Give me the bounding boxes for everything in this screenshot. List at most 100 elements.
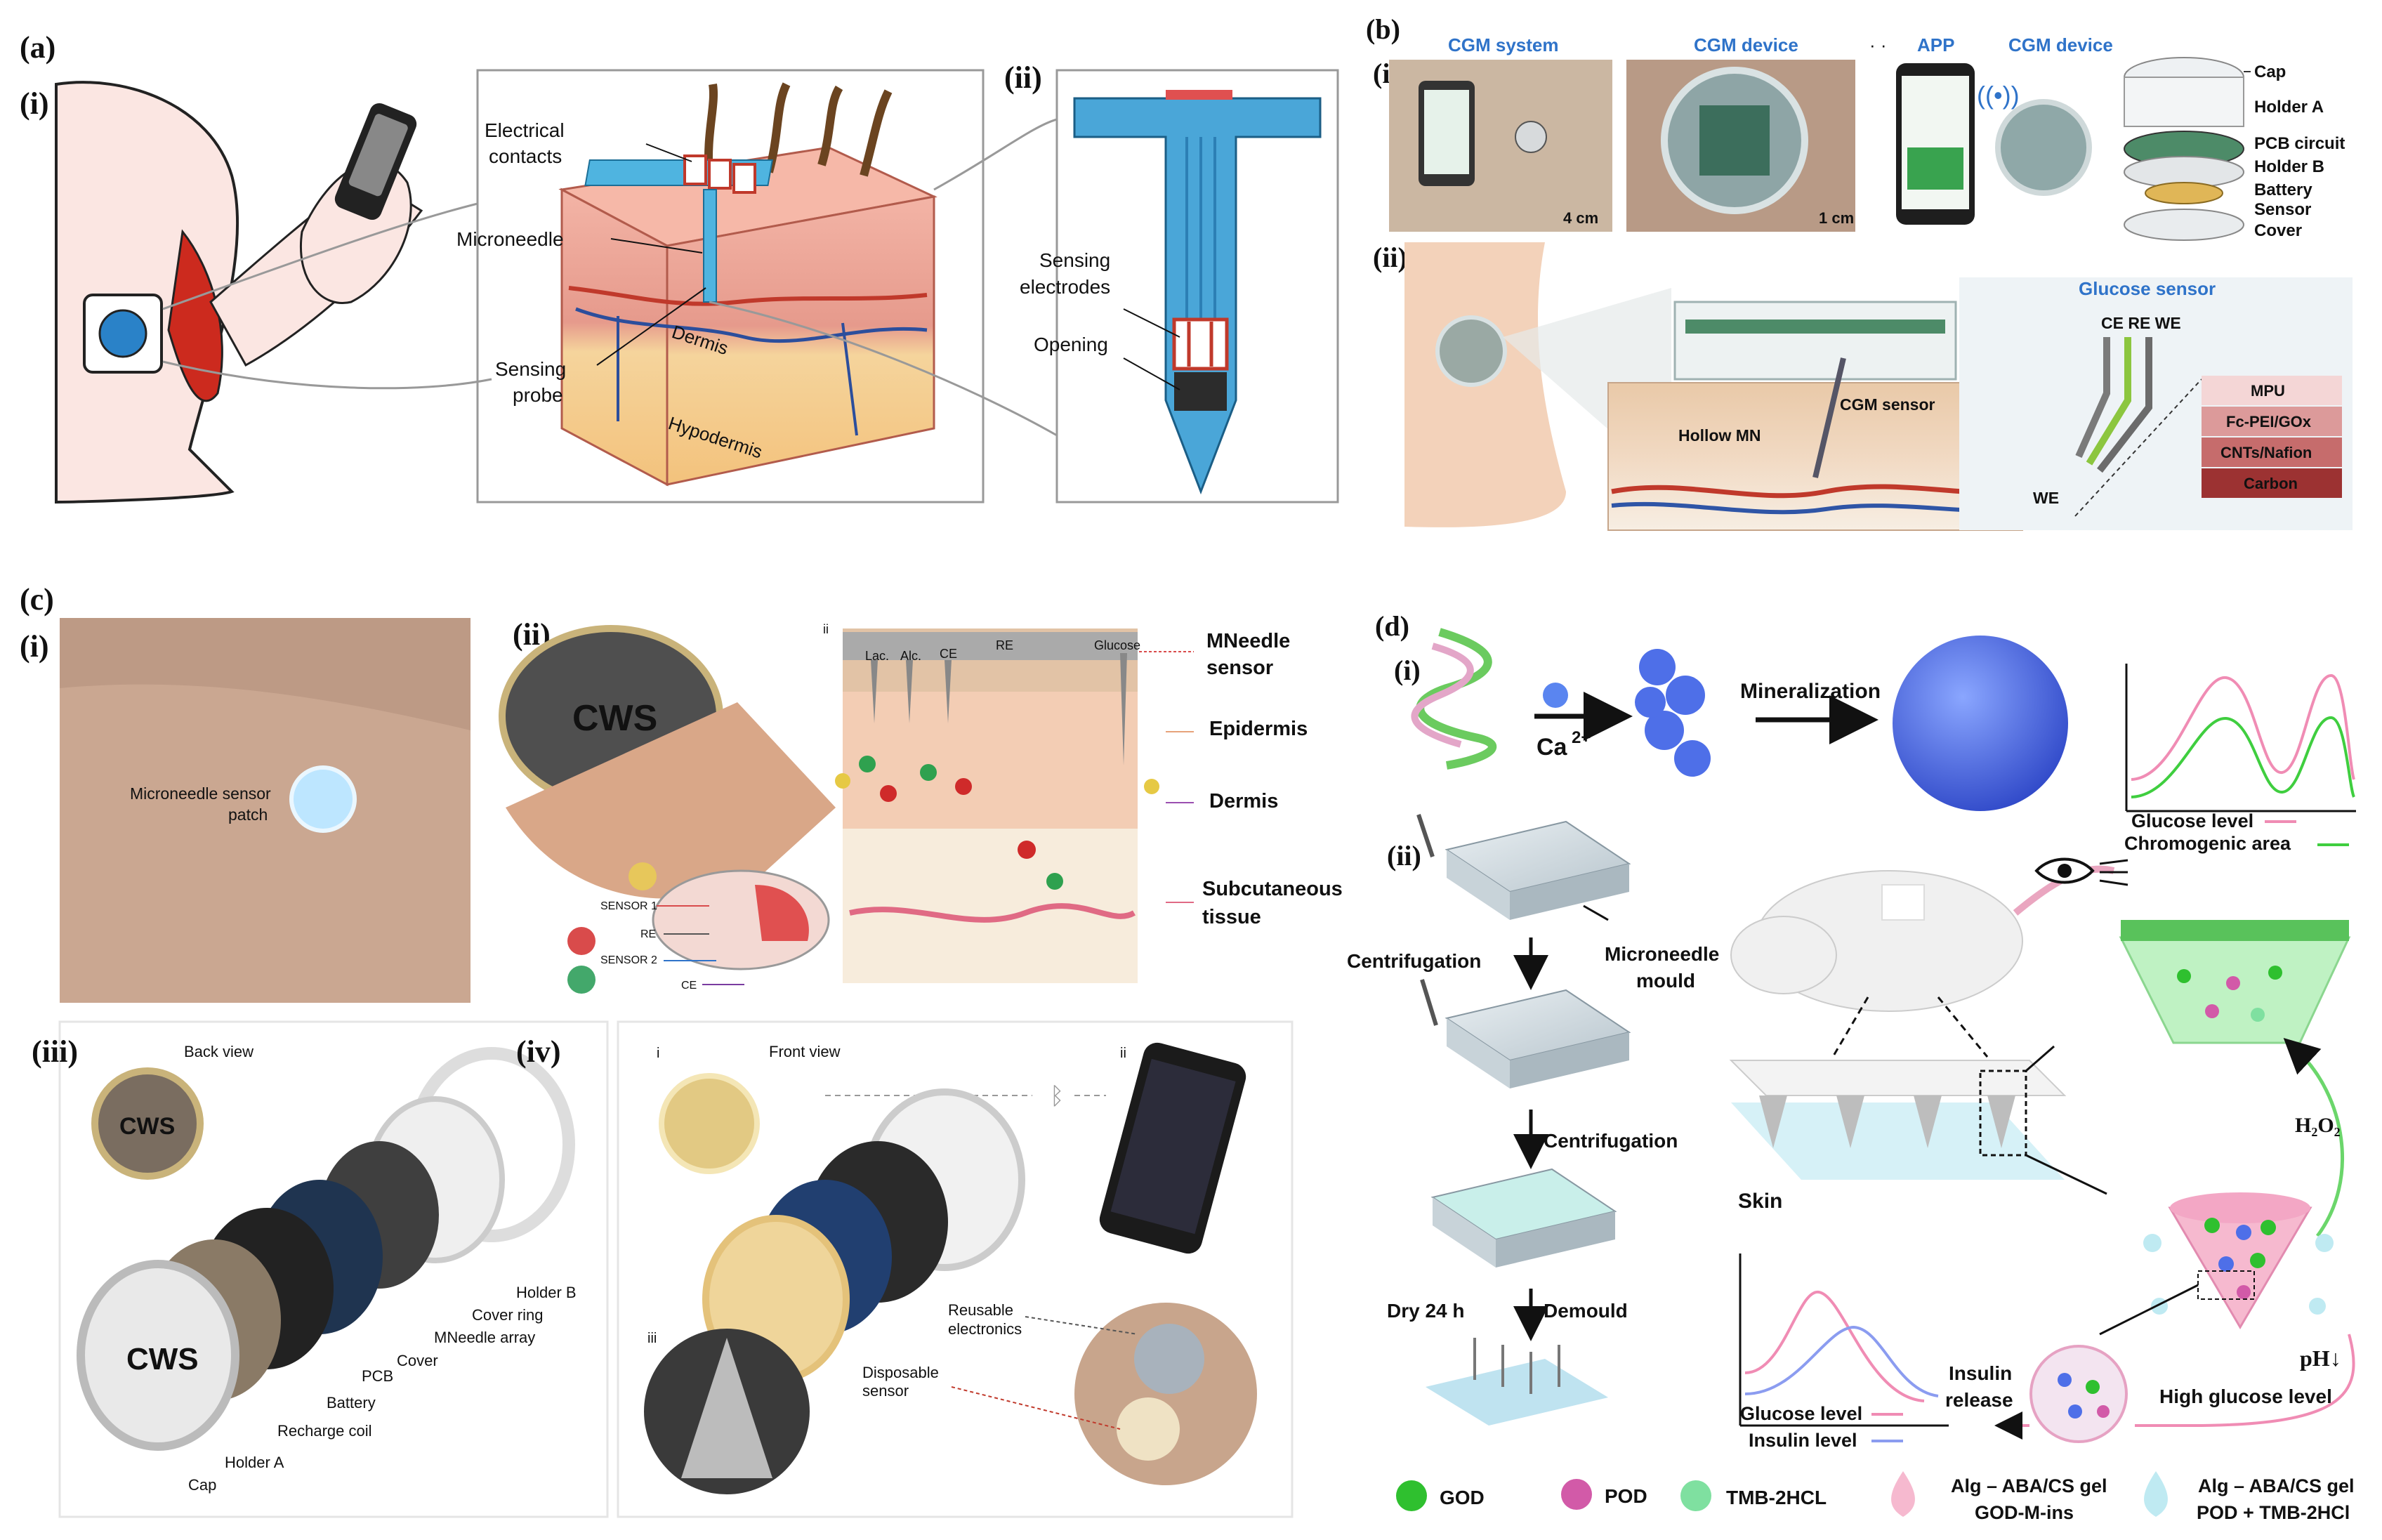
panel-c-sub-iv: (iv) bbox=[516, 1034, 561, 1069]
photo-cws-patch bbox=[289, 765, 357, 833]
tissue-label-subcut-1: Subcutaneous bbox=[1202, 878, 1343, 900]
inset-i-label: i bbox=[657, 1046, 659, 1061]
skin-wedge-c bbox=[506, 702, 836, 899]
inset-ii-label: ii bbox=[823, 622, 829, 636]
patch-needle-4 bbox=[1987, 1095, 2015, 1148]
exploded-device-disc bbox=[1995, 99, 2092, 196]
legend-gel1-line1: Alg – ABA/CS gel bbox=[1951, 1475, 2107, 1496]
part-battery: Battery bbox=[2254, 180, 2312, 199]
green-needle-block bbox=[2119, 936, 2351, 1044]
label-microneedle: Microneedle bbox=[456, 228, 564, 250]
vessel-blue bbox=[575, 307, 928, 343]
legend-gel2-line1: Alg – ABA/CS gel bbox=[2198, 1475, 2355, 1496]
microneedle-shaft bbox=[703, 189, 717, 303]
c-part-recharge-coil: Recharge coil bbox=[277, 1422, 372, 1440]
helix-molecule-2 bbox=[1411, 643, 1474, 748]
bubble-2 bbox=[2315, 1234, 2334, 1252]
label-opening: Opening bbox=[1034, 334, 1108, 355]
leader-microneedle bbox=[610, 238, 703, 254]
hollow-mn bbox=[1812, 357, 1846, 478]
label-ca: Ca bbox=[1537, 734, 1568, 761]
eye-ray-3 bbox=[2099, 879, 2128, 886]
leader-mould bbox=[1583, 904, 1609, 921]
opening-window bbox=[1174, 372, 1227, 411]
rat-head bbox=[1730, 916, 1837, 994]
sem-needle-cone bbox=[681, 1338, 772, 1478]
legend-pod-dot bbox=[1561, 1479, 1592, 1510]
label-disposable-1: Disposable bbox=[862, 1364, 939, 1381]
molecule-red-2 bbox=[955, 778, 972, 795]
scale-1cm: 1 cm bbox=[1819, 209, 1854, 227]
calcium-ion bbox=[1543, 683, 1568, 708]
phone-iv-screen bbox=[1110, 1058, 1236, 1235]
eye-ray-1 bbox=[2099, 859, 2128, 865]
c-part-battery: Battery bbox=[327, 1394, 376, 1411]
header-cgm-device-2: CGM device bbox=[2008, 34, 2113, 55]
c-part-cover: Cover bbox=[397, 1352, 438, 1369]
label-glucose-level: Glucose level bbox=[2131, 810, 2253, 831]
patch-needle-2 bbox=[1836, 1095, 1864, 1148]
label-mould-1: Microneedle bbox=[1605, 943, 1719, 965]
patch-sensor bbox=[98, 309, 147, 358]
gn-god-2 bbox=[2268, 966, 2282, 980]
molecule-red-1 bbox=[880, 785, 897, 802]
insulin-chart-glucose-pink bbox=[1744, 1290, 1925, 1402]
leader-opening bbox=[1123, 357, 1180, 390]
electrode-fork-3 bbox=[2097, 337, 2152, 473]
cone-god-1 bbox=[2204, 1218, 2220, 1233]
label-cgm-sensor: CGM sensor bbox=[1840, 395, 1935, 414]
dots-ellipsis: · · bbox=[1869, 34, 1887, 55]
cone-god-3 bbox=[2250, 1253, 2265, 1268]
bubble-4 bbox=[2309, 1298, 2326, 1315]
exploded-cap-text: CWS bbox=[126, 1342, 199, 1376]
tissue-label-subcut-2: tissue bbox=[1202, 906, 1261, 928]
label-centrifugation-1: Centrifugation bbox=[1347, 950, 1481, 972]
layer-cnts bbox=[2202, 437, 2342, 467]
part-cap: Cap bbox=[2254, 62, 2286, 81]
part-cover: Cover bbox=[2254, 221, 2302, 240]
c-part-pcb: PCB bbox=[362, 1367, 393, 1385]
tissue-header-lac: Lac. bbox=[865, 649, 889, 663]
panel-d-sub-ii: (ii) bbox=[1387, 840, 1421, 871]
nanogel-dot-4 bbox=[2097, 1405, 2110, 1418]
bluetooth-icon: ᛒ bbox=[1050, 1083, 1064, 1110]
c-part-cap: Cap bbox=[188, 1476, 216, 1494]
c-part-cover-ring: Cover ring bbox=[472, 1306, 543, 1324]
label-insulin-release-2: release bbox=[1945, 1389, 2013, 1411]
leader-electrical bbox=[645, 143, 692, 162]
gn-pod-1 bbox=[2226, 976, 2240, 990]
tissue-c-header bbox=[843, 632, 1138, 660]
leader-sensing-electrodes bbox=[1123, 308, 1180, 338]
patch-slab bbox=[1729, 1060, 2067, 1096]
legend-god: GOD bbox=[1440, 1487, 1485, 1508]
dashed-rat-2 bbox=[1937, 996, 1989, 1058]
label-front-view: Front view bbox=[769, 1043, 841, 1060]
photo-forearm-skin bbox=[60, 684, 471, 1003]
insulin-chart-insulin-blue bbox=[1744, 1325, 1939, 1397]
inset-ii-iv-label: ii bbox=[1120, 1046, 1126, 1061]
label-phi: pH↓ bbox=[2300, 1345, 2341, 1371]
cluster-2 bbox=[1666, 676, 1705, 715]
cone-blue-1 bbox=[2236, 1225, 2251, 1240]
label-disposable-2: sensor bbox=[862, 1382, 909, 1400]
label-sensing-probe-1: Sensing bbox=[495, 358, 566, 380]
legend-tmb-dot bbox=[1680, 1480, 1711, 1511]
legend-gel1-drop bbox=[1891, 1471, 1915, 1517]
needle-1 bbox=[871, 660, 878, 723]
panel-c-label: (c) bbox=[20, 582, 54, 617]
mould-3-front bbox=[1433, 1197, 1496, 1268]
c-part-holder-a: Holder A bbox=[225, 1454, 284, 1471]
cone-blue-2 bbox=[2218, 1256, 2234, 1272]
cluster-3 bbox=[1645, 711, 1684, 750]
zoom-line-up bbox=[2025, 1045, 2055, 1072]
nanogel-circle bbox=[2029, 1345, 2128, 1443]
device-pcb-line bbox=[1685, 320, 1945, 334]
scale-4cm: 4 cm bbox=[1563, 209, 1598, 227]
nanogel-dot-1 bbox=[2058, 1373, 2072, 1387]
skin-section-frame bbox=[476, 69, 985, 504]
part-holder-b: Holder B bbox=[2254, 157, 2324, 176]
legend-gel1-line2: GOD-M-ins bbox=[1975, 1502, 2074, 1523]
photo-phone-screen bbox=[1424, 90, 1469, 174]
mould-1-front bbox=[1447, 850, 1510, 920]
molecule-yellow-1 bbox=[835, 773, 850, 789]
